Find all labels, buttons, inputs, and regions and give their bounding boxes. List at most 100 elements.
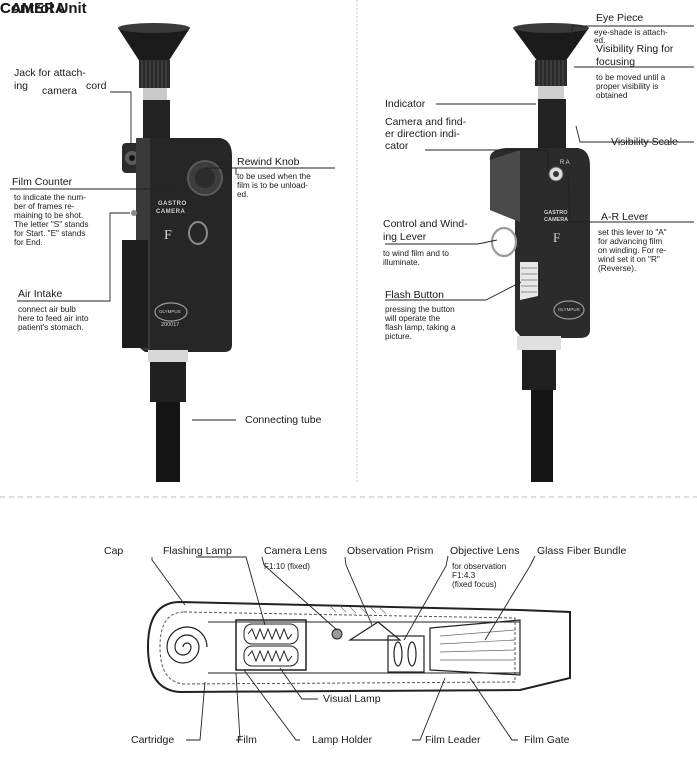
objective-spec-2: F1:4.3 — [452, 571, 476, 580]
camera-lens-element — [331, 628, 343, 640]
air-intake-desc-1: connect air bulb — [18, 305, 76, 314]
eye-cup-right — [513, 28, 589, 62]
left-serial: 200017 — [161, 322, 180, 328]
camera-finder-2: er direction indi- — [385, 128, 460, 140]
camera-cross-section — [146, 600, 571, 694]
film-leader-label: Film Leader — [425, 734, 481, 746]
control-winding-ring — [490, 226, 518, 258]
observation-prism-shape — [347, 621, 402, 641]
camera-finder-3: cator — [385, 140, 409, 152]
tube-collar-right — [522, 350, 556, 390]
film-counter-desc-1: to indicate the num- — [14, 193, 86, 202]
right-control-unit-photo — [489, 23, 590, 482]
cartridge-label: Cartridge — [131, 734, 175, 746]
visibility-ring-desc-3: obtained — [596, 91, 628, 100]
visibility-ring-title-2: focusing — [596, 56, 636, 68]
film-counter-desc-4: The letter "S" stands — [14, 220, 89, 229]
film-counter-desc-5: for Start. "E" stands — [14, 229, 86, 238]
left-brand-line-2: CAMERA — [156, 209, 186, 215]
lamp-holder-block — [235, 619, 307, 671]
left-control-unit-photo — [118, 23, 232, 482]
control-winding-title-1: Control and Wind- — [383, 218, 468, 230]
eye-cup — [118, 28, 190, 62]
right-brand-line-2: CAMERA — [544, 217, 569, 223]
lamp-holder-label: Lamp Holder — [312, 734, 373, 746]
objective-spec-3: (fixed focus) — [452, 580, 497, 589]
control-winding-desc-1: to wind film and to — [383, 249, 449, 258]
body-grip — [122, 240, 148, 348]
jack-label-2: ing — [14, 80, 29, 92]
connecting-tube-label: Connecting tube — [245, 414, 322, 426]
camera-housing — [146, 600, 571, 694]
cap-label: Cap — [104, 545, 124, 557]
eye-piece-title: Eye Piece — [596, 12, 644, 24]
flash-button-desc-1: pressing the button — [385, 305, 455, 314]
camera-finder-1: Camera and find- — [385, 116, 467, 128]
right-leader-lines — [385, 25, 694, 301]
jack-label-1: Jack for attach- — [14, 67, 86, 79]
cartridge-spiral — [166, 626, 208, 664]
visibility-ring-desc-1: to be moved until a — [596, 73, 666, 82]
flash-button-title: Flash Button — [385, 289, 444, 301]
objective-spec-1: for observation — [452, 562, 507, 571]
ar-lever-title: A-R Lever — [601, 211, 649, 223]
visual-lamp-label: Visual Lamp — [323, 693, 381, 705]
jack-label-4: cord — [86, 80, 107, 92]
jack-label-3: camera — [42, 85, 78, 97]
camera-heading: CAMERA — [0, 0, 66, 17]
rewind-knob-title: Rewind Knob — [237, 156, 300, 168]
right-badge-text: OLYMPUS — [558, 307, 580, 312]
film-counter-desc-2: ber of frames re- — [14, 202, 75, 211]
camera-lens-label: Camera Lens — [264, 545, 328, 557]
objective-lens-set — [387, 635, 425, 673]
film-counter-title: Film Counter — [12, 176, 73, 188]
air-intake-port — [131, 210, 137, 216]
flashing-lamp-coils — [243, 623, 299, 667]
air-intake-desc-2: here to feed air into — [18, 314, 89, 323]
tube-collar — [150, 362, 186, 402]
air-intake-desc-3: patient's stomach. — [18, 323, 84, 332]
visibility-ring-title-1: Visibility Ring for — [596, 43, 674, 55]
flash-button-photo — [520, 262, 538, 300]
ar-lever-desc-2: for advancing film — [598, 237, 663, 246]
camera-leader-lines — [151, 555, 536, 741]
eye-piece-desc-1: eye-shade is attach- — [594, 28, 668, 37]
camera-lens-spec: F1:10 (fixed) — [264, 562, 310, 571]
control-unit-heading: Control Unit — [0, 0, 87, 17]
flash-button-desc-2: will operate the — [385, 314, 441, 323]
visibility-scale-label: Visibility Scale — [611, 136, 678, 148]
flashing-lamp-label: Flashing Lamp — [163, 545, 232, 557]
glass-fiber-bundle-shape — [429, 619, 521, 676]
brand-badge — [154, 302, 188, 322]
right-brand-line-1: GASTRO — [544, 210, 568, 216]
right-ar-letters: R A — [560, 160, 570, 166]
film-counter-desc-6: for End. — [14, 238, 43, 247]
visibility-ring-desc-2: proper visibility is — [596, 82, 659, 91]
rewind-knob-desc-2: film is to be unload- — [237, 181, 308, 190]
control-winding-desc-2: illuminate. — [383, 258, 420, 267]
indicator-label: Indicator — [385, 98, 426, 110]
right-body-letter: F — [553, 230, 561, 245]
observation-prism-label: Observation Prism — [347, 545, 434, 557]
brand-badge-right — [553, 300, 585, 320]
control-winding-title-2: ing Lever — [383, 231, 427, 243]
flash-button-desc-4: picture. — [385, 332, 412, 341]
air-intake-title: Air Intake — [18, 288, 63, 300]
connecting-tube-right — [531, 390, 553, 482]
ar-lever-desc-4: wind set it on "R" — [598, 255, 660, 264]
winding-ring — [188, 221, 208, 245]
ar-lever-desc-3: on winding. For re- — [598, 246, 667, 255]
flash-button-desc-3: flash lamp, taking a — [385, 323, 456, 332]
objective-lens-label: Objective Lens — [450, 545, 520, 557]
glass-fiber-label: Glass Fiber Bundle — [537, 545, 627, 557]
connecting-tube — [156, 402, 180, 482]
ar-lever-desc-5: (Reverse). — [598, 264, 637, 273]
left-leader-lines — [10, 91, 335, 421]
left-body-letter: F — [164, 228, 172, 243]
left-badge-text: OLYMPUS — [159, 309, 181, 314]
film-gate-label: Film Gate — [524, 734, 570, 746]
film-label: Film — [237, 734, 257, 746]
rewind-knob-desc-3: ed. — [237, 190, 249, 199]
left-brand-line-1: GASTRO — [158, 201, 187, 207]
